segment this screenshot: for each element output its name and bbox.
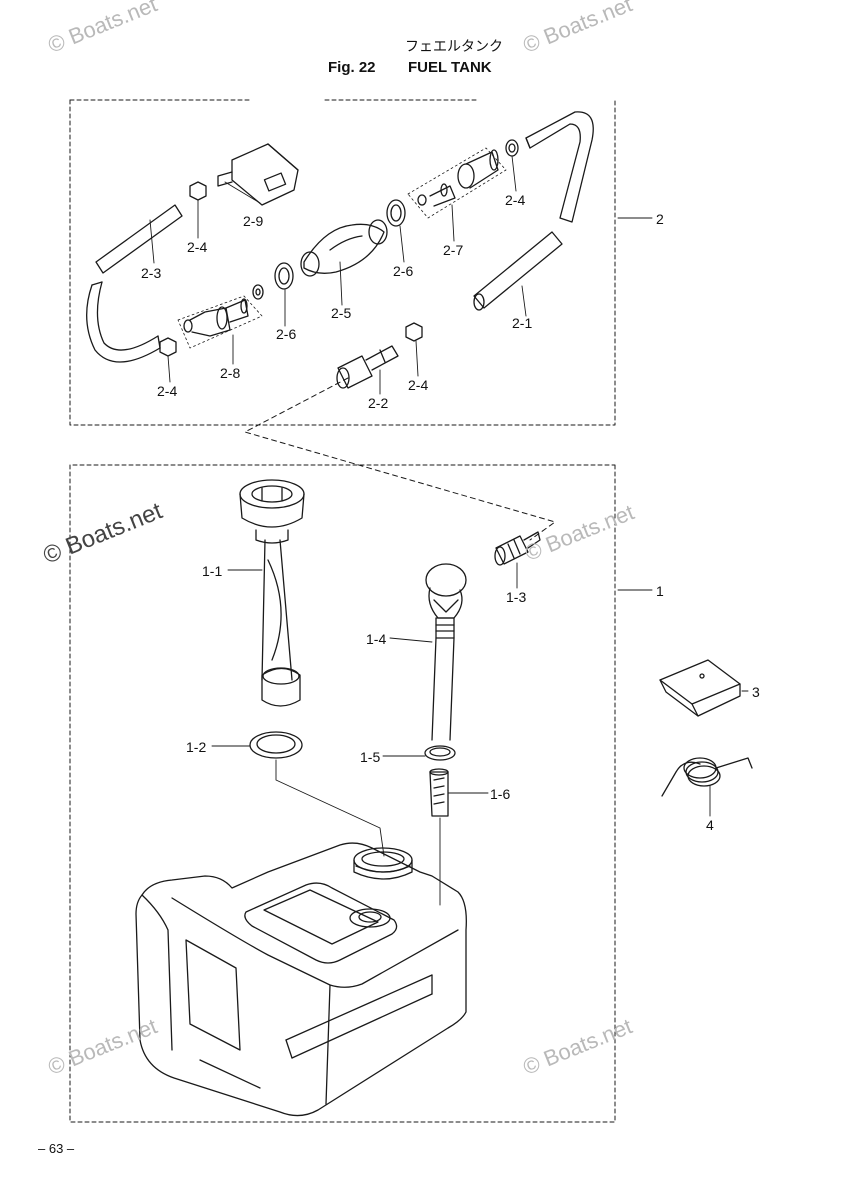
callout-2-9: 2-9	[243, 213, 264, 229]
callout-2-4-lower-left: 2-4	[157, 383, 178, 399]
callout-2-3: 2-3	[141, 265, 162, 281]
callout-2-4-upper-left: 2-4	[187, 239, 208, 255]
callout-1: 1	[656, 583, 664, 599]
callout-2-4-upper-right: 2-4	[505, 192, 526, 208]
callout-4: 4	[706, 817, 714, 833]
figure-number: Fig. 22	[328, 59, 376, 76]
callout-2-2: 2-2	[368, 395, 389, 411]
hose-assembly-group-box	[69, 99, 616, 426]
cap-2-9-part	[217, 143, 299, 206]
callout-leaders	[149, 155, 749, 817]
callout-2: 2	[656, 211, 664, 227]
assembly-leaders	[275, 759, 441, 906]
callout-1-1: 1-1	[202, 563, 223, 579]
callout-1-4: 1-4	[366, 631, 387, 647]
hose-2-1-part	[473, 231, 563, 311]
tank-assembly-group-box	[69, 464, 616, 1123]
callout-1-2: 1-2	[186, 739, 207, 755]
callout-1-3: 1-3	[506, 589, 527, 605]
callout-2-8: 2-8	[220, 365, 241, 381]
spring-4-part	[661, 757, 753, 797]
connector-2-7-part	[407, 147, 507, 219]
return-hose-part	[525, 111, 594, 223]
filler-cap-1-1-part	[239, 479, 305, 707]
gasket-1-2-part	[249, 731, 303, 759]
connection-leader	[244, 377, 556, 541]
fitting-1-3-part	[494, 531, 541, 566]
filter-1-6-part	[429, 768, 449, 817]
pickup-tube-1-4-part	[425, 563, 467, 741]
callout-2-6-left: 2-6	[276, 326, 297, 342]
figure-title: FUEL TANK	[408, 59, 492, 76]
primer-bulb-2-5-part	[300, 219, 388, 277]
pad-3-part	[659, 659, 741, 717]
title-japanese: フェエルタンク	[405, 39, 503, 55]
connector-2-8-part	[177, 284, 264, 349]
fuel-tank-body	[135, 842, 467, 1117]
callout-2-6-right: 2-6	[393, 263, 414, 279]
grommet-2-6-parts	[274, 199, 406, 290]
callout-2-7: 2-7	[443, 242, 464, 258]
callout-1-6: 1-6	[490, 786, 511, 802]
o-ring-1-5-part	[424, 745, 456, 761]
callout-3: 3	[752, 684, 760, 700]
callout-2-4-lower-right: 2-4	[408, 377, 429, 393]
hose-2-3-part	[86, 204, 183, 363]
callout-2-5: 2-5	[331, 305, 352, 321]
page-number: – 63 –	[38, 1141, 75, 1156]
callout-2-1: 2-1	[512, 315, 533, 331]
fitting-2-2-part	[336, 345, 399, 389]
clip-2-4-parts	[159, 139, 519, 357]
callout-1-5: 1-5	[360, 749, 381, 765]
